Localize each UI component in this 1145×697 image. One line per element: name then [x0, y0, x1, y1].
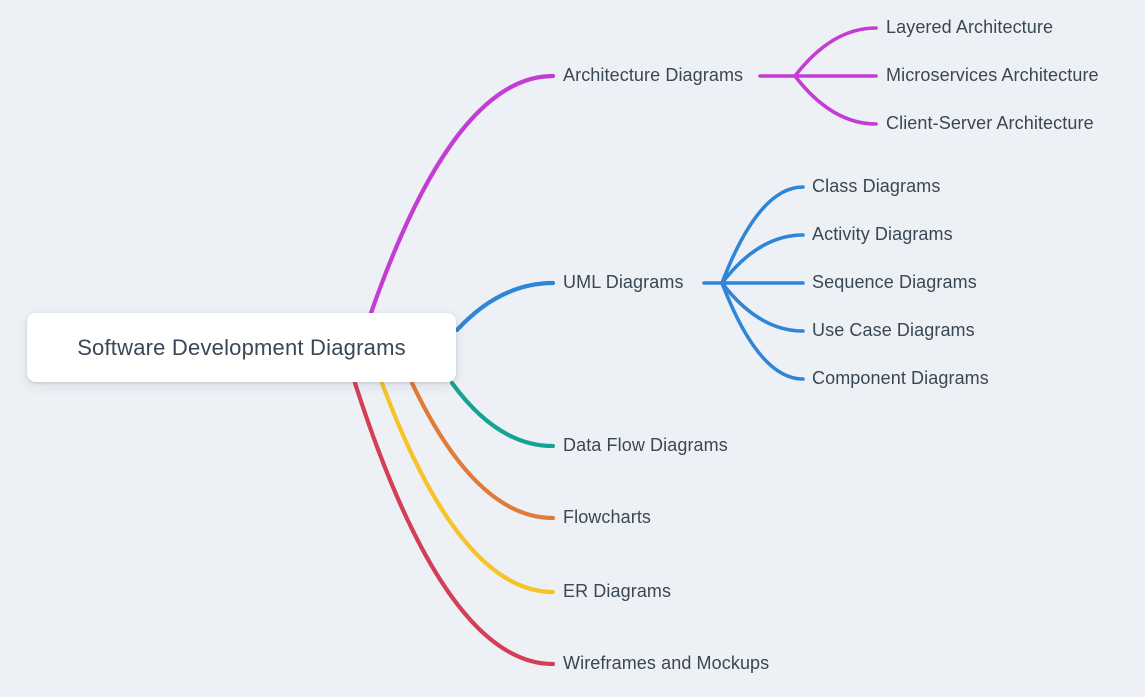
node-label-sequence-diagrams[interactable]: Sequence Diagrams — [812, 272, 977, 293]
branch-link-wireframes-and-mockups — [352, 380, 556, 667]
child-link-layered-architecture — [793, 26, 878, 78]
node-label-data-flow-diagrams[interactable]: Data Flow Diagrams — [563, 435, 728, 456]
root-node[interactable]: Software Development Diagrams — [27, 313, 456, 382]
node-label-er-diagrams[interactable]: ER Diagrams — [563, 581, 672, 602]
node-label-component-diagrams[interactable]: Component Diagrams — [812, 368, 989, 389]
child-link-use-case-diagrams — [720, 281, 805, 333]
node-label-layered-architecture[interactable]: Layered Architecture — [886, 17, 1054, 38]
node-label-client-server-architecture[interactable]: Client-Server Architecture — [886, 113, 1094, 134]
branch-link-uml-diagrams — [454, 280, 556, 333]
node-label-uml-diagrams[interactable]: UML Diagrams — [563, 272, 684, 293]
child-link-client-server-architecture — [793, 74, 878, 126]
child-link-class-diagrams — [720, 185, 805, 285]
node-label-activity-diagrams[interactable]: Activity Diagrams — [812, 224, 953, 245]
branch-link-data-flow-diagrams — [449, 380, 556, 449]
root-node-label: Software Development Diagrams — [77, 334, 406, 360]
child-link-component-diagrams — [720, 281, 805, 381]
node-label-use-case-diagrams[interactable]: Use Case Diagrams — [812, 320, 975, 341]
branch-link-er-diagrams — [379, 380, 556, 595]
node-label-microservices-architecture[interactable]: Microservices Architecture — [886, 65, 1099, 86]
child-link-activity-diagrams — [720, 233, 805, 285]
branch-link-flowcharts — [409, 380, 556, 521]
branch-link-architecture-diagrams — [368, 73, 556, 316]
node-label-architecture-diagrams[interactable]: Architecture Diagrams — [563, 65, 744, 86]
node-label-flowcharts[interactable]: Flowcharts — [563, 507, 652, 528]
node-label-class-diagrams[interactable]: Class Diagrams — [812, 176, 941, 197]
node-label-wireframes-and-mockups[interactable]: Wireframes and Mockups — [563, 653, 770, 674]
